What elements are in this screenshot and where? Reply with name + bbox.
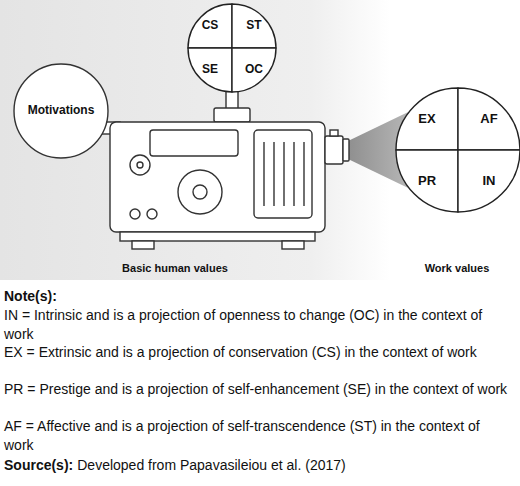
quadrant-outline <box>396 88 458 150</box>
figure-label: Basic human values <box>85 259 265 278</box>
value-code: ST <box>246 19 261 32</box>
value-quadrant: ST <box>232 4 276 48</box>
work-value-quadrant: AF <box>458 88 520 150</box>
projector-body <box>98 90 349 249</box>
note-heading: Note(s): <box>4 287 512 306</box>
value-quadrant: OC <box>232 48 276 92</box>
value-code: OC <box>245 63 263 76</box>
work-value-quadrant: IN <box>458 150 520 212</box>
quadrant-outline <box>458 150 520 212</box>
value-code: EX <box>418 112 435 126</box>
work-value-quadrant: EX <box>396 88 458 150</box>
source-heading: Source(s): <box>4 456 73 475</box>
value-code: SE <box>202 63 218 76</box>
value-quadrant: SE <box>188 48 232 92</box>
note-text: EX = Extrinsic and is a projection of co… <box>4 343 512 362</box>
background-panel <box>0 0 520 280</box>
quadrant-outline <box>188 48 232 92</box>
quadrant-outline <box>458 88 520 150</box>
value-quadrant: CS <box>188 4 232 48</box>
quadrant-outline <box>188 4 232 48</box>
value-code: AF <box>480 112 497 126</box>
value-code: PR <box>418 174 436 188</box>
quadrant-outline <box>396 150 458 212</box>
note-text: AF = Affective and is a projection of se… <box>4 417 512 454</box>
quadrant-outline <box>232 48 276 92</box>
quadrant-outline <box>232 4 276 48</box>
note-text: IN = Intrinsic and is a projection of op… <box>4 306 512 343</box>
reel-outline <box>14 64 108 158</box>
figure-label: Work values <box>398 259 516 278</box>
motivation-reel: Motivations <box>14 64 108 158</box>
note-text: PR = Prestige and is a projection of sel… <box>4 380 512 399</box>
value-code: IN <box>483 174 496 188</box>
source-text: Developed from Papavasileiou et al. (201… <box>77 456 346 475</box>
light-beam <box>348 88 458 212</box>
value-code: CS <box>202 19 219 32</box>
reel-label: Motivations <box>28 104 95 117</box>
work-value-quadrant: PR <box>396 150 458 212</box>
